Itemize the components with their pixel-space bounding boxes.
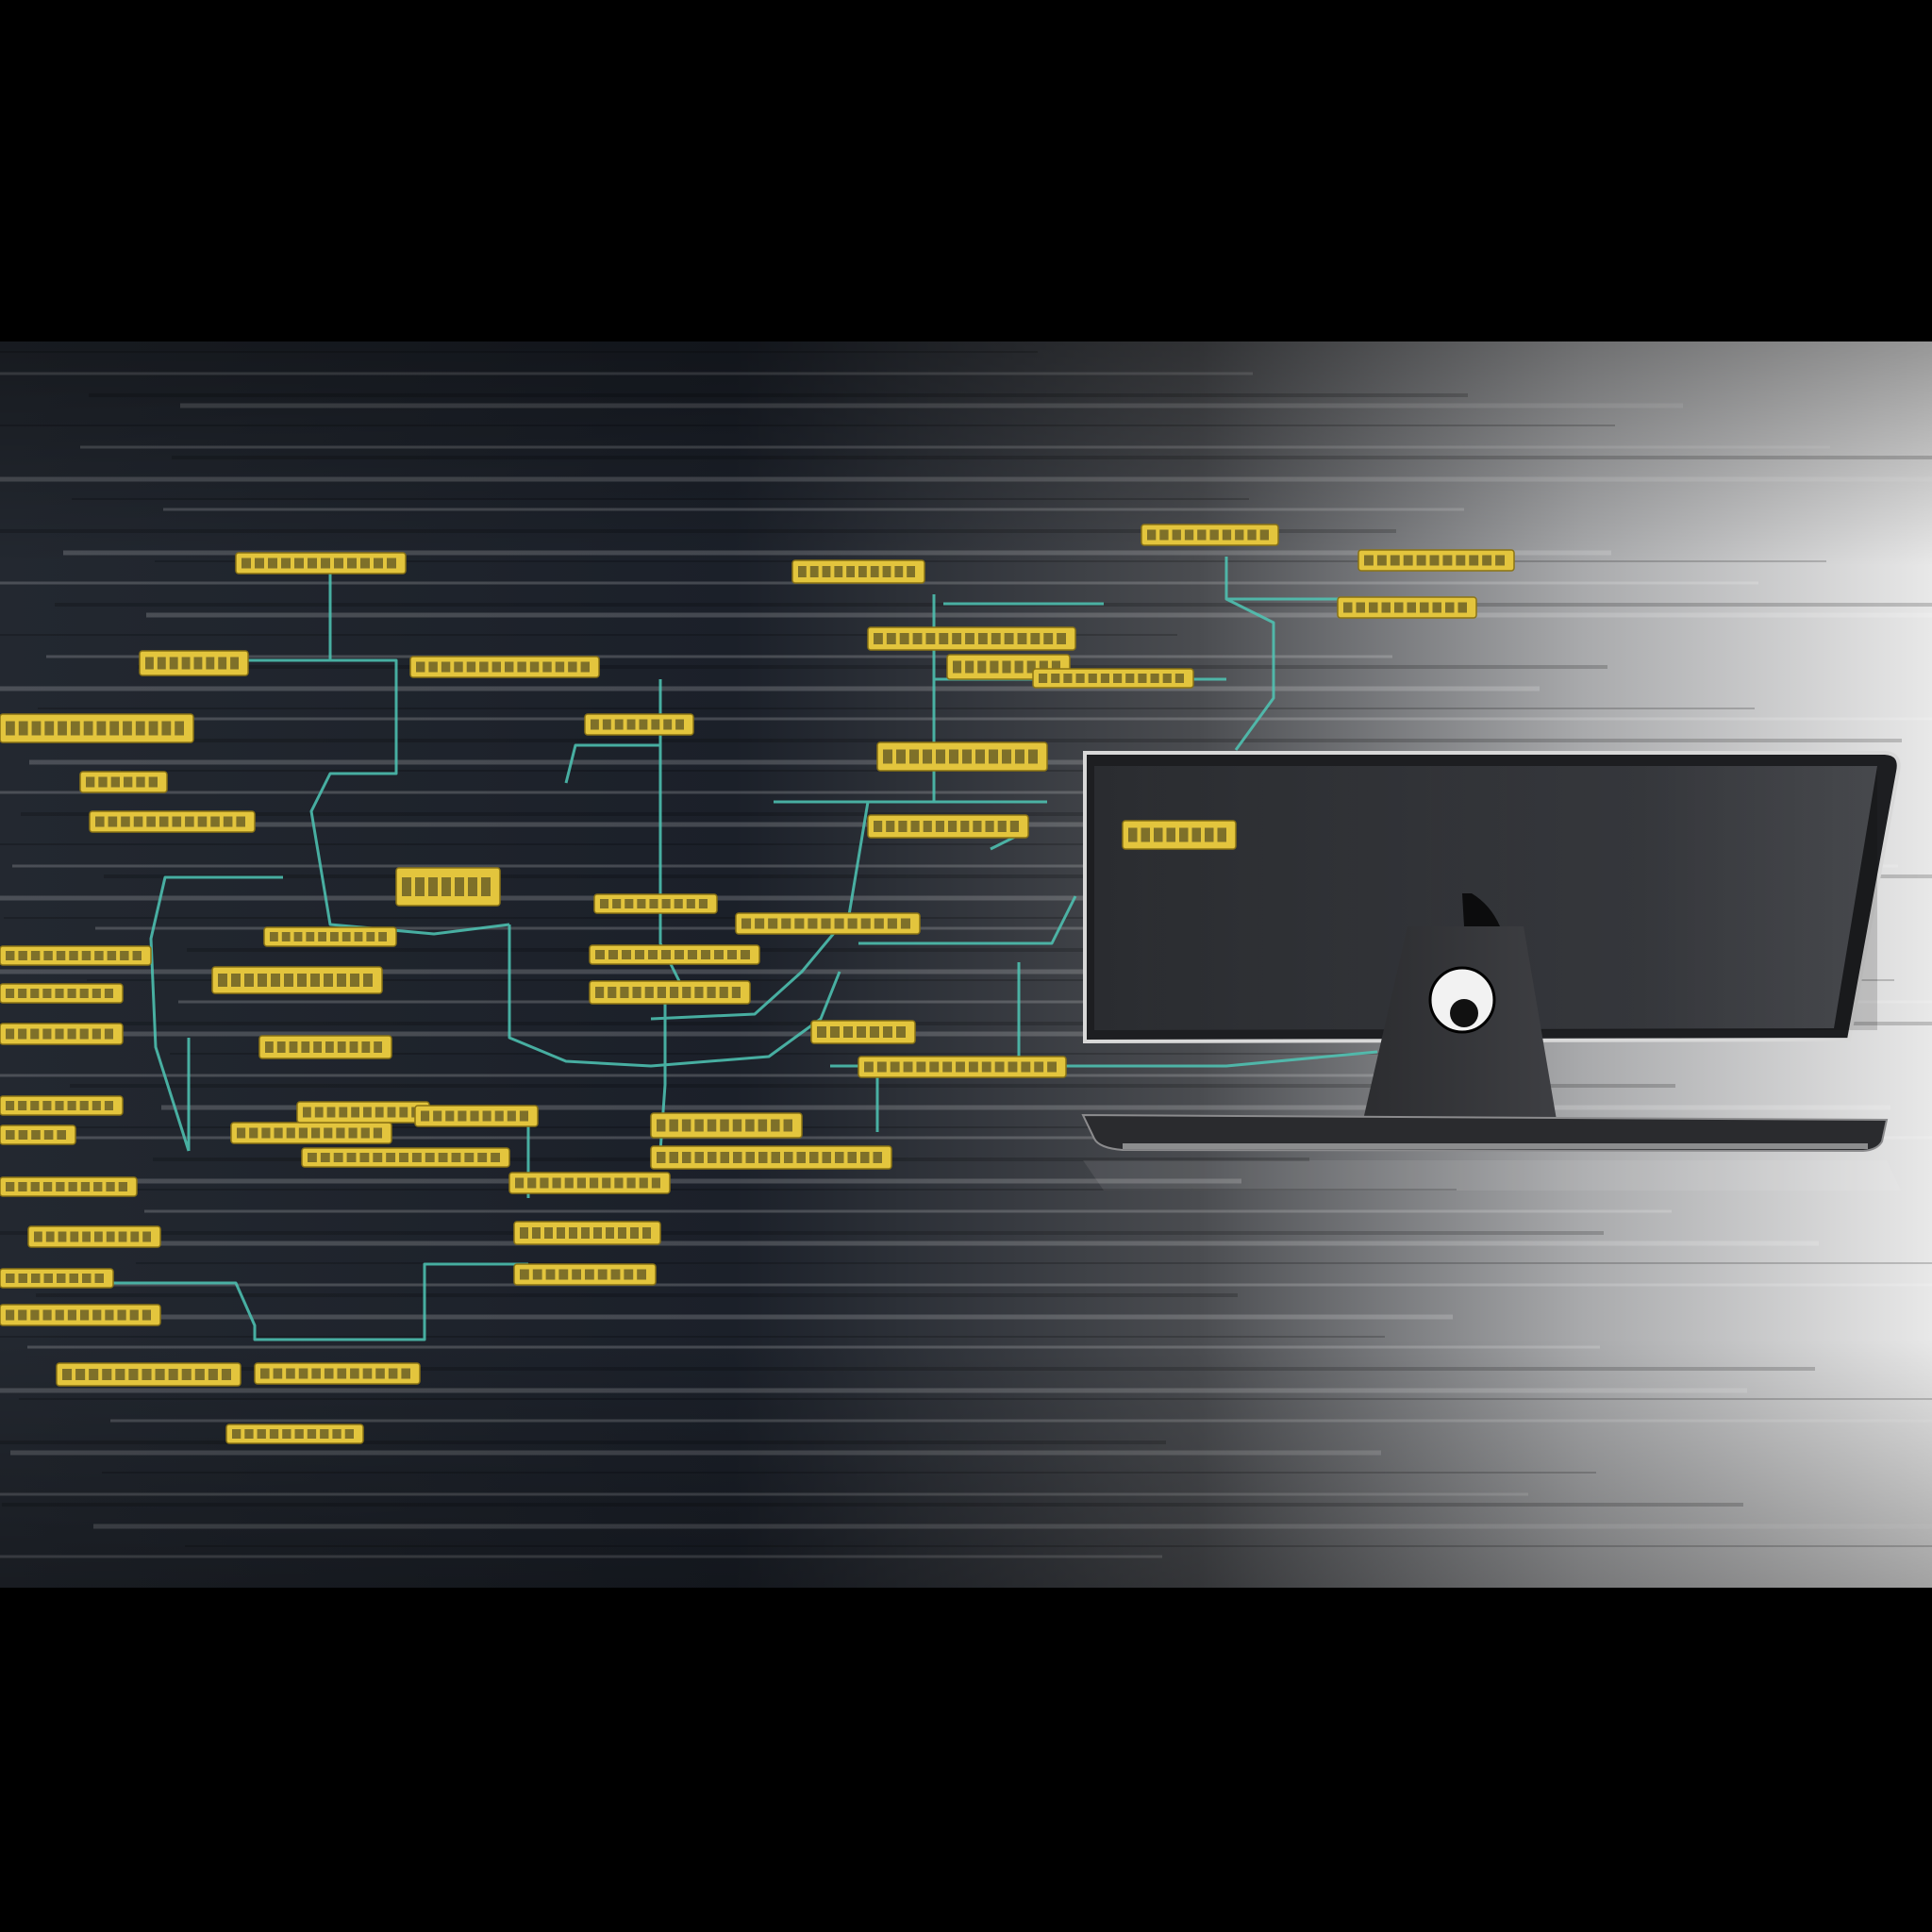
node-label xyxy=(258,1035,392,1059)
node-label xyxy=(230,1122,392,1144)
node-label xyxy=(89,810,256,833)
node-label xyxy=(791,559,925,584)
node-label xyxy=(301,1147,510,1168)
node-label xyxy=(56,1362,242,1387)
node-label xyxy=(395,867,501,907)
node-label xyxy=(0,1268,114,1289)
node-label xyxy=(650,1145,892,1170)
node-label xyxy=(211,966,383,994)
node-label xyxy=(867,626,1076,651)
node-label xyxy=(876,741,1048,772)
node-label xyxy=(735,912,921,935)
node-label xyxy=(0,713,194,743)
letterbox-bottom xyxy=(0,1588,1932,1932)
node-label xyxy=(0,1023,124,1045)
logo-glyph-icon xyxy=(1462,893,1500,926)
node-label xyxy=(235,552,407,575)
node-label xyxy=(79,771,168,793)
letterbox-top xyxy=(0,0,1932,341)
node-label xyxy=(858,1056,1067,1078)
node-label xyxy=(513,1263,657,1286)
monitor xyxy=(1081,751,1901,1191)
node-label xyxy=(508,1172,671,1194)
node-label xyxy=(589,980,751,1005)
node-label xyxy=(0,1304,161,1326)
node-label xyxy=(593,893,718,914)
node-label xyxy=(1357,549,1515,572)
connector-line xyxy=(658,679,681,982)
node-label xyxy=(139,650,249,676)
node-label xyxy=(0,1095,124,1116)
node-label xyxy=(513,1221,661,1245)
node-label xyxy=(584,713,694,736)
node-label xyxy=(254,1362,421,1385)
node-label xyxy=(810,1020,916,1044)
node-label xyxy=(0,1124,76,1145)
node-label xyxy=(0,945,152,966)
connector-line xyxy=(564,743,660,784)
node-label xyxy=(27,1225,161,1248)
node-label xyxy=(0,1176,138,1197)
node-label xyxy=(650,1112,803,1139)
connector-line xyxy=(104,1262,528,1341)
node-label xyxy=(1141,524,1279,546)
monitor-base xyxy=(1081,1113,1889,1153)
node-label xyxy=(409,656,600,678)
node-label xyxy=(589,944,760,965)
connector-line xyxy=(309,658,510,936)
node-label xyxy=(296,1101,430,1124)
connector-line xyxy=(858,895,1077,945)
node-label xyxy=(1337,596,1477,619)
node-label xyxy=(263,926,397,947)
connector-line xyxy=(508,924,841,1068)
scene xyxy=(0,341,1932,1588)
node-label xyxy=(225,1424,364,1444)
node-label xyxy=(1122,820,1237,850)
connector-line xyxy=(1224,557,1275,751)
node-label xyxy=(0,983,124,1004)
node-labels xyxy=(0,524,1515,1444)
connector-line xyxy=(149,875,283,1152)
node-label xyxy=(867,814,1029,839)
node-label xyxy=(1032,668,1194,689)
node-label xyxy=(414,1105,539,1127)
